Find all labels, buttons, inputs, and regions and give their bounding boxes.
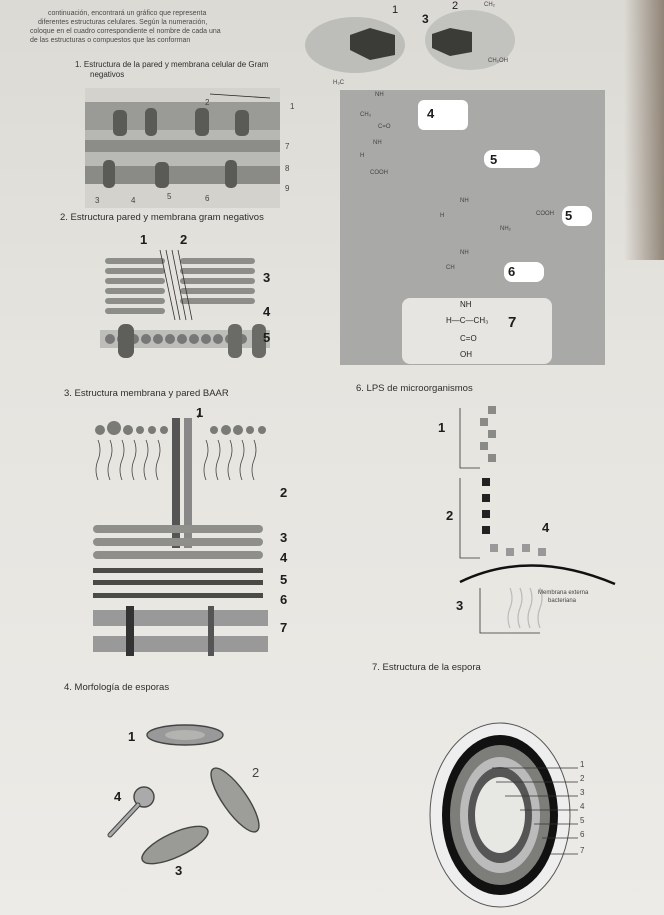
figure-3-drawing (93, 409, 268, 656)
answer-box-5b (562, 206, 592, 226)
sugar-ring-drawing (305, 10, 515, 73)
figure-4-drawing (107, 724, 260, 865)
chem-co-1: C=O (378, 124, 391, 130)
chem-cooh: COOH (370, 170, 388, 176)
fig1-label-7: 7 (285, 142, 290, 151)
fig4-label-4: 4 (114, 789, 122, 804)
figure-2-drawing (100, 249, 270, 358)
intro-line-4: de las estructuras o compuestos que las … (30, 37, 191, 44)
fig5-label-6: 6 (508, 264, 516, 279)
chem-ch: CH (446, 265, 455, 271)
fig7-label-7: 7 (580, 846, 585, 855)
caption-6: 6. LPS de microorganismos (356, 383, 473, 394)
fig6-label-1: 1 (438, 420, 446, 435)
fig5-label-5a: 5 (490, 152, 498, 167)
fig4-label-1: 1 (128, 729, 136, 744)
fig6-label-3: 3 (456, 598, 464, 613)
fig3-label-5: 5 (280, 572, 288, 587)
membrane-label-line-2: bacteriana (548, 598, 577, 604)
chem-ch2-top: CH₂ (484, 2, 495, 8)
answer-box-4 (418, 100, 468, 130)
figure-5-peptidoglycan: 1 2 3 CH₂ CH₂OH H₃C NH CH₃ C=O 4 NH H CO… (300, 0, 620, 370)
fig3-label-7: 7 (280, 620, 288, 635)
fig1-label-5: 5 (167, 192, 172, 201)
caption-1-line-2: negativos (90, 70, 125, 79)
fig1-label-4: 4 (131, 196, 136, 205)
fig7-label-4: 4 (580, 802, 585, 811)
fig3-label-2: 2 (280, 485, 288, 500)
caption-4: 4. Morfología de esporas (64, 682, 170, 693)
chem-h3c: H₃C (333, 80, 345, 86)
chem-ch2oh: CH₂OH (488, 58, 508, 64)
caption-3: 3. Estructura membrana y pared BAAR (64, 388, 229, 399)
fig7-label-6: 6 (580, 830, 585, 839)
membrane-label-line-1: Membrana externa (538, 590, 589, 596)
chem-h-3: H (440, 213, 445, 219)
fig3-label-6: 6 (280, 592, 288, 607)
caption-1-line-1: 1. Estructura de la pared y membrana cel… (75, 60, 269, 69)
chem-h-c-ch3: H—C—CH₃ (446, 316, 489, 325)
figure-6-drawing (459, 406, 616, 634)
fig1-label-3: 3 (95, 196, 100, 205)
fig2-label-3: 3 (263, 270, 271, 285)
fig7-label-1: 1 (580, 760, 585, 769)
chem-nh-1: NH (375, 92, 384, 98)
fig5-label-3: 3 (422, 12, 429, 26)
fig4-label-2: 2 (252, 765, 260, 780)
fig5-label-1: 1 (392, 4, 399, 16)
figure-7-drawing (429, 722, 578, 908)
answer-box-5a (484, 150, 540, 168)
chem-nh-5: NH (460, 300, 472, 309)
fig7-label-2: 2 (580, 774, 585, 783)
figure-3-baar-wall: 1 2 3 4 5 6 7 (88, 405, 308, 680)
figure-1-gram-negative-wall: 2 1 7 8 9 3 4 5 6 (85, 88, 294, 208)
fig5-label-4: 4 (427, 106, 435, 121)
caption-7: 7. Estructura de la espora (372, 662, 481, 673)
fig1-label-8: 8 (285, 164, 290, 173)
chem-oh: OH (460, 350, 472, 359)
fig4-label-3: 3 (175, 863, 183, 878)
fig2-label-4: 4 (263, 304, 271, 319)
figure-6-lps: 1 2 3 4 Membrana externa bacteriana (420, 398, 620, 648)
fig3-label-1: 1 (196, 405, 204, 420)
figure-1-drawing (85, 88, 280, 208)
fig1-label-1: 1 (290, 102, 295, 111)
fig6-label-4: 4 (542, 520, 550, 535)
chem-nh2: NH₂ (500, 226, 511, 232)
fig7-label-3: 3 (580, 788, 585, 797)
chem-h-2: H (360, 153, 365, 159)
fig5-label-2: 2 (452, 0, 459, 12)
figure-7-spore-structure: 1 2 3 4 5 6 7 (429, 720, 630, 910)
fig5-label-7: 7 (508, 314, 517, 331)
chem-ch3-1: CH₃ (360, 112, 372, 118)
intro-line-3: coloque en el cuadro correspondiente el … (30, 28, 221, 35)
answer-box-7 (402, 298, 552, 364)
fig3-label-3: 3 (280, 530, 288, 545)
chem-nh-4: NH (460, 250, 469, 256)
caption-2: 2. Estructura pared y membrana gram nega… (60, 212, 264, 223)
page-shadow (624, 0, 664, 260)
fig6-label-2: 2 (446, 508, 454, 523)
fig5-label-5b: 5 (565, 208, 573, 223)
answer-box-6 (504, 262, 544, 282)
fig1-label-6: 6 (205, 194, 210, 203)
fig7-label-5: 5 (580, 816, 585, 825)
fig3-label-4: 4 (280, 550, 288, 565)
chem-nh-3: NH (460, 198, 469, 204)
chem-cooh-2: COOH (536, 211, 554, 217)
intro-line-1: continuación, encontrará un gráfico que … (48, 10, 207, 17)
fig1-label-9: 9 (285, 184, 290, 193)
intro-line-2: diferentes estructuras celulares. Según … (38, 19, 208, 26)
figure-2-gram-negative-wall: 1 2 3 4 5 (100, 232, 280, 375)
fig1-label-2: 2 (205, 98, 210, 107)
fig2-label-5: 5 (263, 330, 271, 345)
chem-co-5: C=O (460, 334, 477, 343)
figure-4-spore-morphology: 1 2 4 3 (100, 715, 280, 885)
chem-nh-2: NH (373, 140, 382, 146)
fig2-label-2: 2 (180, 232, 188, 247)
fig2-label-1: 1 (140, 232, 148, 247)
